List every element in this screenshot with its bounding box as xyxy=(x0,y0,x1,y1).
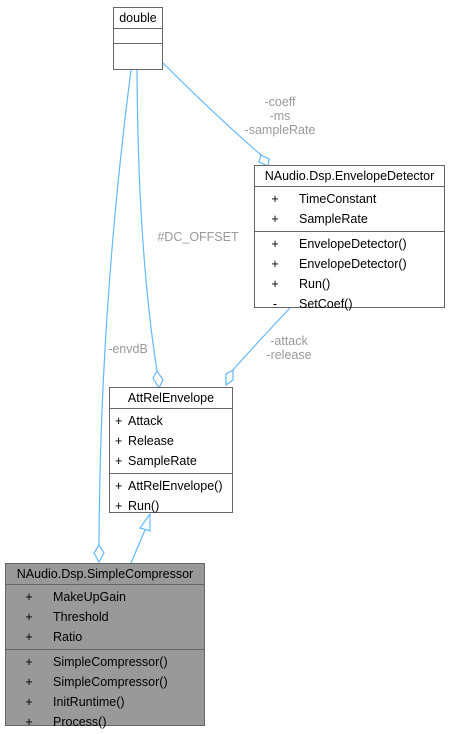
inheritance-arrowhead xyxy=(139,512,151,532)
method-envelope-detector-ctor[interactable]: + EnvelopeDetector() xyxy=(255,254,444,274)
edge-label-dc-offset: #DC_OFFSET xyxy=(157,230,239,244)
edge-label-attack-release: -attack -release xyxy=(266,334,312,362)
edge-double-att-rel-envelope xyxy=(136,69,158,372)
member-name: Threshold xyxy=(53,610,109,624)
method-name: EnvelopeDetector() xyxy=(299,237,407,251)
class-box-envelope-detector[interactable]: NAudio.Dsp.EnvelopeDetector + TimeConsta… xyxy=(254,165,445,311)
member-name: MakeUpGain xyxy=(53,590,126,604)
class-title-simple-compressor: NAudio.Dsp.SimpleCompressor xyxy=(6,564,204,585)
method-name: EnvelopeDetector() xyxy=(299,257,407,271)
member-attack[interactable]: + Attack xyxy=(110,411,232,431)
member-name: Ratio xyxy=(53,630,83,644)
operations-section-att-rel-envelope: + AttRelEnvelope() + Run() xyxy=(110,474,232,518)
attributes-section-double xyxy=(114,29,162,44)
edge-double-simple-compressor xyxy=(98,69,132,546)
method-simple-compressor-ctor[interactable]: + SimpleCompressor() xyxy=(6,652,204,672)
method-name: SetCoef() xyxy=(299,297,353,311)
visibility-marker: + xyxy=(25,610,33,624)
method-simple-compressor-ctor[interactable]: + SimpleCompressor() xyxy=(6,672,204,692)
class-title-envelope-detector: NAudio.Dsp.EnvelopeDetector xyxy=(255,166,444,187)
member-make-up-gain[interactable]: + MakeUpGain xyxy=(6,587,204,607)
composition-diamond-simple-compressor xyxy=(93,543,105,564)
composition-diamond-att-rel-envelope-dc xyxy=(152,369,164,390)
class-title-att-rel-envelope: AttRelEnvelope xyxy=(110,388,232,409)
visibility-marker: + xyxy=(271,237,279,251)
member-time-constant[interactable]: + TimeConstant xyxy=(255,189,444,209)
visibility-marker: + xyxy=(25,695,33,709)
attributes-section-att-rel-envelope: + Attack + Release + SampleRate xyxy=(110,409,232,474)
edge-inheritance-simple-compressor xyxy=(130,529,146,564)
visibility-marker: + xyxy=(271,257,279,271)
method-run[interactable]: + Run() xyxy=(255,274,444,294)
attributes-section-simple-compressor: + MakeUpGain + Threshold + Ratio xyxy=(6,585,204,650)
member-sample-rate[interactable]: + SampleRate xyxy=(255,209,444,229)
class-box-simple-compressor[interactable]: NAudio.Dsp.SimpleCompressor + MakeUpGain… xyxy=(5,563,205,729)
member-ratio[interactable]: + Ratio xyxy=(6,627,204,647)
visibility-marker: + xyxy=(25,655,33,669)
method-name: SimpleCompressor() xyxy=(53,675,168,689)
method-att-rel-envelope-ctor[interactable]: + AttRelEnvelope() xyxy=(110,476,232,496)
edge-double-envelope-detector xyxy=(162,62,262,156)
visibility-marker: + xyxy=(115,454,123,468)
class-box-double[interactable]: double xyxy=(113,7,163,70)
class-box-att-rel-envelope[interactable]: AttRelEnvelope + Attack + Release + Samp… xyxy=(109,387,233,513)
member-name: TimeConstant xyxy=(299,192,377,206)
member-name: SampleRate xyxy=(299,212,368,226)
method-name: Process() xyxy=(53,715,107,729)
member-name: SampleRate xyxy=(128,454,197,468)
method-process[interactable]: + Process() xyxy=(6,712,204,732)
visibility-marker: - xyxy=(272,297,278,311)
method-name: SimpleCompressor() xyxy=(53,655,168,669)
edge-envelope-detector-att-rel xyxy=(232,307,291,371)
method-envelope-detector-ctor[interactable]: + EnvelopeDetector() xyxy=(255,234,444,254)
method-set-coef[interactable]: - SetCoef() xyxy=(255,294,444,314)
visibility-marker: + xyxy=(25,630,33,644)
member-sample-rate[interactable]: + SampleRate xyxy=(110,451,232,471)
composition-diamond-att-rel-envelope-attack xyxy=(225,368,234,387)
attributes-section-envelope-detector: + TimeConstant + SampleRate xyxy=(255,187,444,232)
visibility-marker: + xyxy=(25,590,33,604)
visibility-marker: + xyxy=(115,499,123,513)
edge-label-coeff-ms-samplerate: -coeff -ms -sampleRate xyxy=(244,95,316,137)
method-init-runtime[interactable]: + InitRuntime() xyxy=(6,692,204,712)
visibility-marker: + xyxy=(115,434,123,448)
visibility-marker: + xyxy=(25,675,33,689)
method-run[interactable]: + Run() xyxy=(110,496,232,516)
visibility-marker: + xyxy=(271,212,279,226)
member-name: Attack xyxy=(128,414,163,428)
operations-section-envelope-detector: + EnvelopeDetector() + EnvelopeDetector(… xyxy=(255,232,444,316)
operations-section-double xyxy=(114,44,162,58)
member-release[interactable]: + Release xyxy=(110,431,232,451)
operations-section-simple-compressor: + SimpleCompressor() + SimpleCompressor(… xyxy=(6,650,204,734)
member-threshold[interactable]: + Threshold xyxy=(6,607,204,627)
visibility-marker: + xyxy=(115,479,123,493)
visibility-marker: + xyxy=(115,414,123,428)
class-title-double: double xyxy=(114,8,162,29)
visibility-marker: + xyxy=(271,277,279,291)
visibility-marker: + xyxy=(25,715,33,729)
visibility-marker: + xyxy=(271,192,279,206)
method-name: AttRelEnvelope() xyxy=(128,479,223,493)
method-name: Run() xyxy=(299,277,331,291)
edge-label-envdb: -envdB xyxy=(108,342,148,356)
method-name: InitRuntime() xyxy=(53,695,125,709)
member-name: Release xyxy=(128,434,174,448)
method-name: Run() xyxy=(128,499,160,513)
